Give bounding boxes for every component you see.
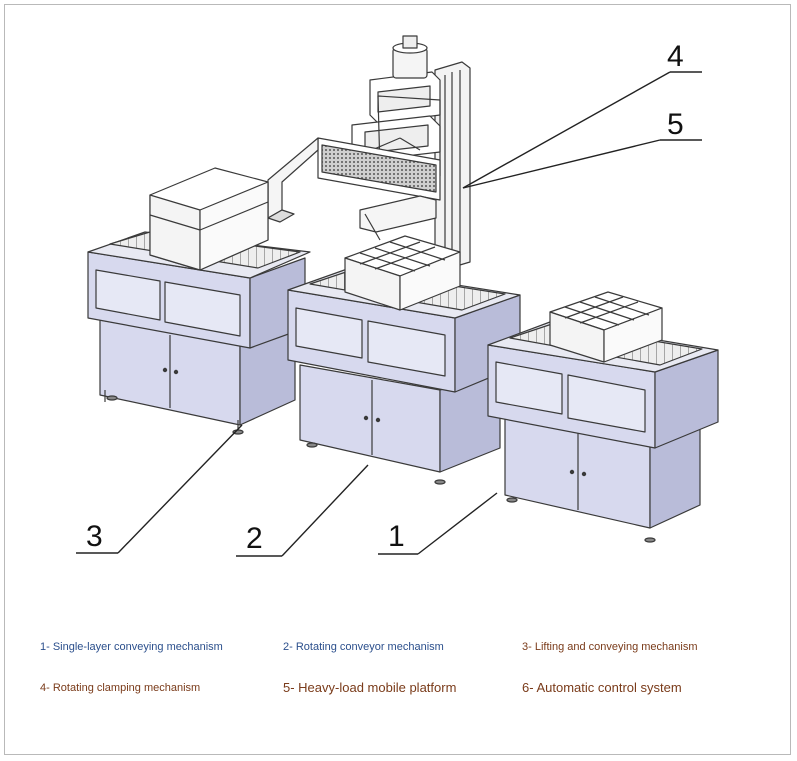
legend-item-2: 2- Rotating conveyor mechanism xyxy=(283,641,444,653)
legend-item-5: 5- Heavy-load mobile platform xyxy=(283,680,457,695)
callout-1: 1 xyxy=(388,520,405,553)
conveyor-unit-1 xyxy=(487,291,719,543)
leader-lines xyxy=(76,71,702,557)
legend-item-4: 4- Rotating clamping mechanism xyxy=(40,682,201,694)
conveyor-unit-3 xyxy=(87,167,311,435)
callout-5: 5 xyxy=(667,108,684,141)
conveyor-unit-2 xyxy=(287,235,521,485)
legend-item-6: 6- Automatic control system xyxy=(522,680,682,695)
gripper-arm xyxy=(267,137,441,241)
legend-item-3: 3- Lifting and conveying mechanism xyxy=(522,641,698,653)
lifting-column xyxy=(351,35,471,271)
legend-item-1: 1- Single-layer conveying mechanism xyxy=(40,641,223,653)
callout-2: 2 xyxy=(246,522,263,555)
callout-3: 3 xyxy=(86,520,103,553)
callout-4: 4 xyxy=(667,40,684,73)
